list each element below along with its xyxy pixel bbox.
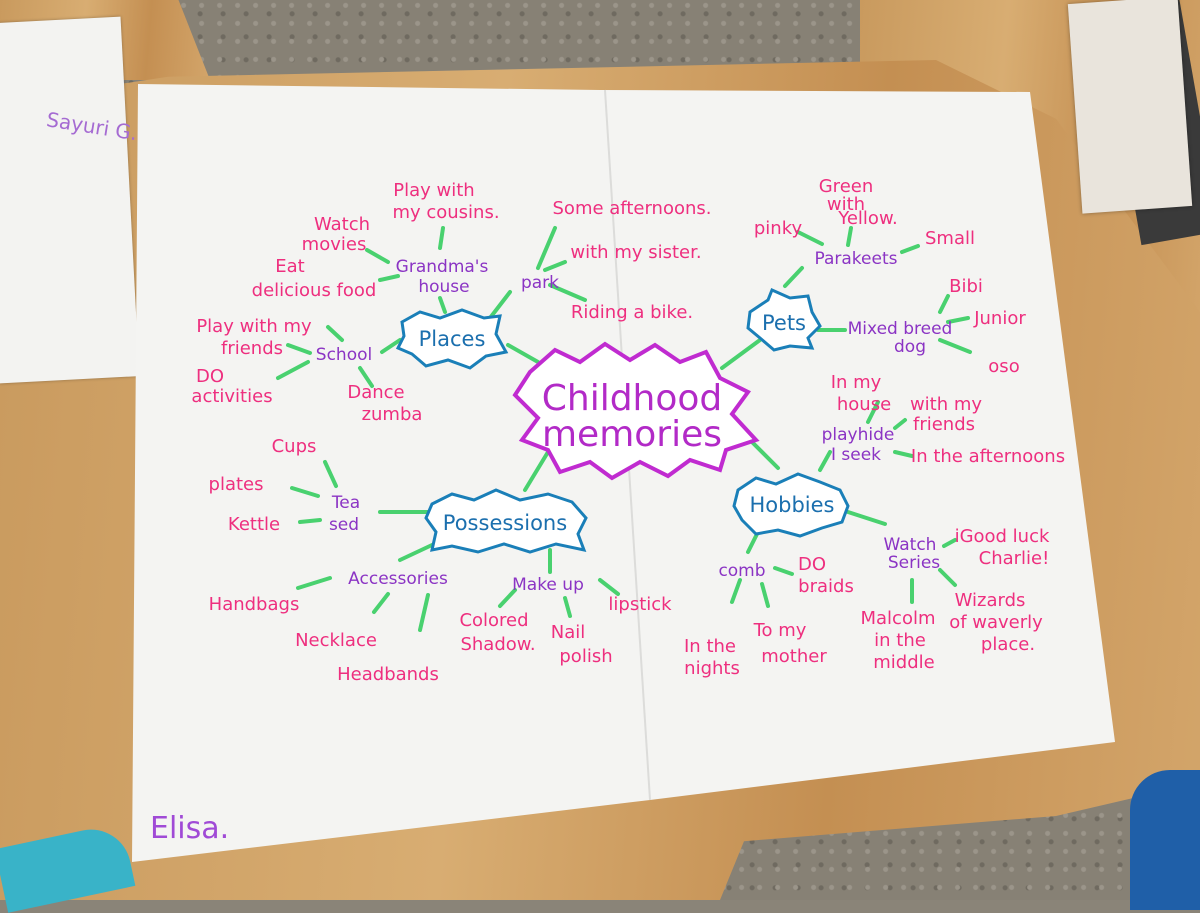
leaf-nail-polish-1: Nail (551, 622, 586, 643)
node-watch-series-2: Series (888, 553, 940, 573)
leaf-play-cousins-1: Play with (393, 180, 474, 201)
leaf-play-friends-1: Play with my (196, 316, 312, 337)
node-park: park (521, 273, 559, 293)
leaf-with-friends-1: with my (910, 394, 982, 415)
center-cloud-shape (512, 341, 760, 481)
leaf-junior: Junior (973, 308, 1026, 329)
node-mixed-breed-2: dog (894, 337, 926, 357)
leaf-colored-shadow-2: Shadow. (460, 634, 535, 655)
leaf-green-3: Yellow. (837, 208, 897, 229)
possessions-node: Possessions (424, 488, 588, 554)
leaf-to-my-mother-1: To my (753, 620, 807, 641)
leaf-malcolm-1: Malcolm (860, 608, 935, 629)
leaf-watch-movies-2: movies (302, 234, 367, 255)
leaf-in-the-nights-2: nights (684, 658, 740, 679)
leaf-riding-bike: Riding a bike. (571, 302, 693, 323)
signature: Elisa. (150, 811, 229, 846)
leaf-good-luck-charlie-2: Charlie! (979, 548, 1050, 569)
leaf-headbands: Headbands (337, 664, 439, 685)
leaf-malcolm-3: middle (873, 652, 934, 673)
leaf-bibi: Bibi (949, 276, 983, 297)
places-branch: Grandma's house park School Play with my… (191, 180, 711, 425)
leaf-wizards-1: Wizards (955, 590, 1026, 611)
node-grandmas-house-2: house (418, 277, 469, 297)
connector-lines (276, 226, 972, 632)
pets-node: Pets (746, 287, 822, 352)
leaf-good-luck-charlie-1: iGood luck (955, 526, 1050, 547)
hobbies-node: Hobbies (732, 472, 850, 538)
leaf-plates: plates (209, 474, 264, 495)
leaf-do-activities-1: DO (196, 366, 224, 387)
node-playhide-2: I seek (831, 445, 881, 465)
node-accessories: Accessories (348, 569, 448, 589)
hobbies-branch: playhide I seek comb Watch Series In my … (684, 372, 1065, 679)
leaf-malcolm-2: in the (874, 630, 926, 651)
chair (1130, 770, 1200, 910)
leaf-with-sister: with my sister. (570, 242, 701, 263)
category-possessions: Possessions (443, 511, 567, 535)
leaf-dance-zumba-2: zumba (362, 404, 423, 425)
node-comb: comb (718, 561, 765, 581)
leaf-in-my-house-1: In my (831, 372, 882, 393)
node-make-up: Make up (512, 575, 584, 595)
node-parakeets: Parakeets (815, 249, 898, 269)
pets-cloud-shape (746, 287, 822, 352)
node-school: School (316, 345, 372, 365)
leaf-play-friends-2: friends (221, 338, 283, 359)
places-node: Places (395, 308, 509, 370)
leaf-in-the-afternoons: In the afternoons (911, 446, 1065, 467)
leaf-play-cousins-2: my cousins. (392, 202, 499, 223)
places-cloud-shape (395, 308, 509, 370)
leaf-in-the-nights-1: In the (684, 636, 736, 657)
center-title-line2: memories (542, 414, 722, 455)
possessions-branch: Tea sed Accessories Make up Cups plates … (209, 436, 673, 685)
category-places: Places (419, 327, 486, 351)
center-node: Childhood memories (512, 341, 760, 481)
leaf-eat-1: Eat (275, 256, 304, 277)
leaf-watch-movies-1: Watch (314, 214, 370, 235)
leaf-kettle: Kettle (228, 514, 280, 535)
hobbies-cloud-shape (732, 472, 850, 538)
node-mixed-breed-1: Mixed breed (848, 319, 953, 339)
leaf-colored-shadow-1: Colored (459, 610, 528, 631)
leaf-eat-2: delicious food (252, 280, 377, 301)
node-tea-set-1: Tea (331, 493, 360, 513)
leaf-lipstick: lipstick (608, 594, 672, 615)
leaf-nail-polish-2: polish (559, 646, 612, 667)
leaf-pinky: pinky (754, 218, 803, 239)
leaf-to-my-mother-2: mother (761, 646, 827, 667)
category-hobbies: Hobbies (750, 493, 835, 517)
leaf-green-2: with (827, 194, 865, 215)
pets-branch: Parakeets Mixed breed dog pinky Green wi… (754, 176, 1027, 377)
node-watch-series-1: Watch (884, 535, 937, 555)
leaf-small: Small (925, 228, 975, 249)
leaf-wizards-3: place. (981, 634, 1035, 655)
possessions-cloud-shape (424, 488, 588, 554)
leaf-green-1: Green (819, 176, 874, 197)
leaf-do-braids-2: braids (798, 576, 854, 597)
category-pets: Pets (762, 311, 806, 335)
leaf-with-friends-2: friends (913, 414, 975, 435)
leaf-in-my-house-2: house (837, 394, 891, 415)
center-title-line1: Childhood (542, 378, 723, 419)
leaf-wizards-2: of waverly (949, 612, 1043, 633)
leaf-dance-zumba-1: Dance (347, 382, 404, 403)
leaf-handbags: Handbags (209, 594, 300, 615)
leaf-cups: Cups (272, 436, 317, 457)
leaf-oso: oso (988, 356, 1019, 377)
leaf-do-braids-1: DO (798, 554, 826, 575)
leaf-necklace: Necklace (295, 630, 377, 651)
node-tea-set-2: sed (329, 515, 359, 535)
leaf-do-activities-2: activities (191, 386, 272, 407)
node-grandmas-house-1: Grandma's (396, 257, 489, 277)
node-playhide-1: playhide (822, 425, 895, 445)
leaf-some-afternoons: Some afternoons. (553, 198, 712, 219)
